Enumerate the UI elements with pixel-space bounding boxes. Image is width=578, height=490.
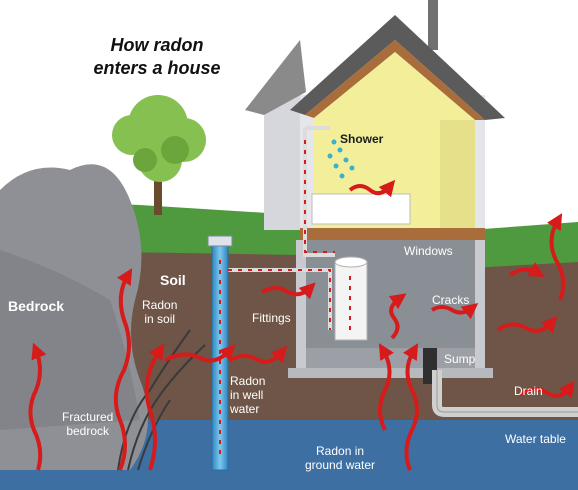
chimney bbox=[428, 0, 438, 50]
grass-surface-right bbox=[470, 222, 578, 268]
roof-trim bbox=[305, 40, 485, 120]
radon-arrow bbox=[508, 262, 545, 277]
shower-spray bbox=[327, 139, 355, 179]
radon-arrow bbox=[378, 343, 394, 431]
radon-in-pipes bbox=[219, 140, 351, 460]
fittings-label: Fittings bbox=[252, 311, 291, 325]
windows-label: Windows bbox=[404, 244, 453, 258]
bedrock-label: Bedrock bbox=[8, 298, 65, 314]
sump-label: Sump bbox=[444, 352, 476, 366]
radon-in-soil-label: Radon in soil bbox=[142, 298, 178, 326]
bathtub bbox=[311, 193, 411, 225]
drain-pipe-outline bbox=[436, 370, 578, 413]
foundation-wall bbox=[296, 240, 306, 372]
radon-arrow bbox=[144, 343, 165, 471]
radon-arrow bbox=[164, 344, 236, 363]
radon-arrow bbox=[261, 282, 316, 300]
radon-arrow bbox=[496, 315, 558, 334]
radon-arrow bbox=[430, 303, 479, 320]
radon-arrows bbox=[28, 179, 575, 471]
radon-arrow bbox=[28, 342, 47, 471]
roof-side bbox=[245, 40, 306, 115]
radon-arrow bbox=[229, 345, 288, 364]
radon-in-ground-water-label: Radon in ground water bbox=[305, 444, 376, 472]
room-wall-right bbox=[440, 120, 475, 230]
bedrock-fracture bbox=[127, 344, 206, 471]
radon-arrow bbox=[518, 380, 575, 399]
foundation-wall bbox=[475, 240, 485, 372]
well-cap bbox=[207, 235, 233, 247]
cracks-label: Cracks bbox=[432, 293, 470, 307]
water-table-label: Water table bbox=[505, 432, 566, 446]
diagram-title: How radon enters a house bbox=[93, 35, 221, 78]
tree-canopy-shade bbox=[133, 136, 189, 172]
bedrock-fracture bbox=[137, 399, 171, 471]
shower-label: Shower bbox=[340, 132, 384, 146]
tree-trunk bbox=[154, 160, 162, 215]
soil-label: Soil bbox=[160, 272, 186, 288]
bedrock-shading bbox=[0, 250, 140, 430]
fractured-bedrock-label: Fractured bedrock bbox=[62, 410, 114, 438]
drain-label: Drain bbox=[514, 384, 543, 398]
radon-arrow bbox=[113, 268, 133, 471]
water-heater-top bbox=[334, 256, 368, 268]
radon-arrow bbox=[547, 213, 566, 301]
roof bbox=[290, 15, 505, 120]
tree-canopy bbox=[112, 95, 206, 182]
radon-arrow bbox=[403, 343, 419, 471]
radon-arrow bbox=[388, 293, 407, 340]
house-floor bbox=[300, 228, 485, 240]
radon-in-well-water-label: Radon in well water bbox=[230, 374, 266, 416]
radon-arrow bbox=[348, 179, 396, 198]
